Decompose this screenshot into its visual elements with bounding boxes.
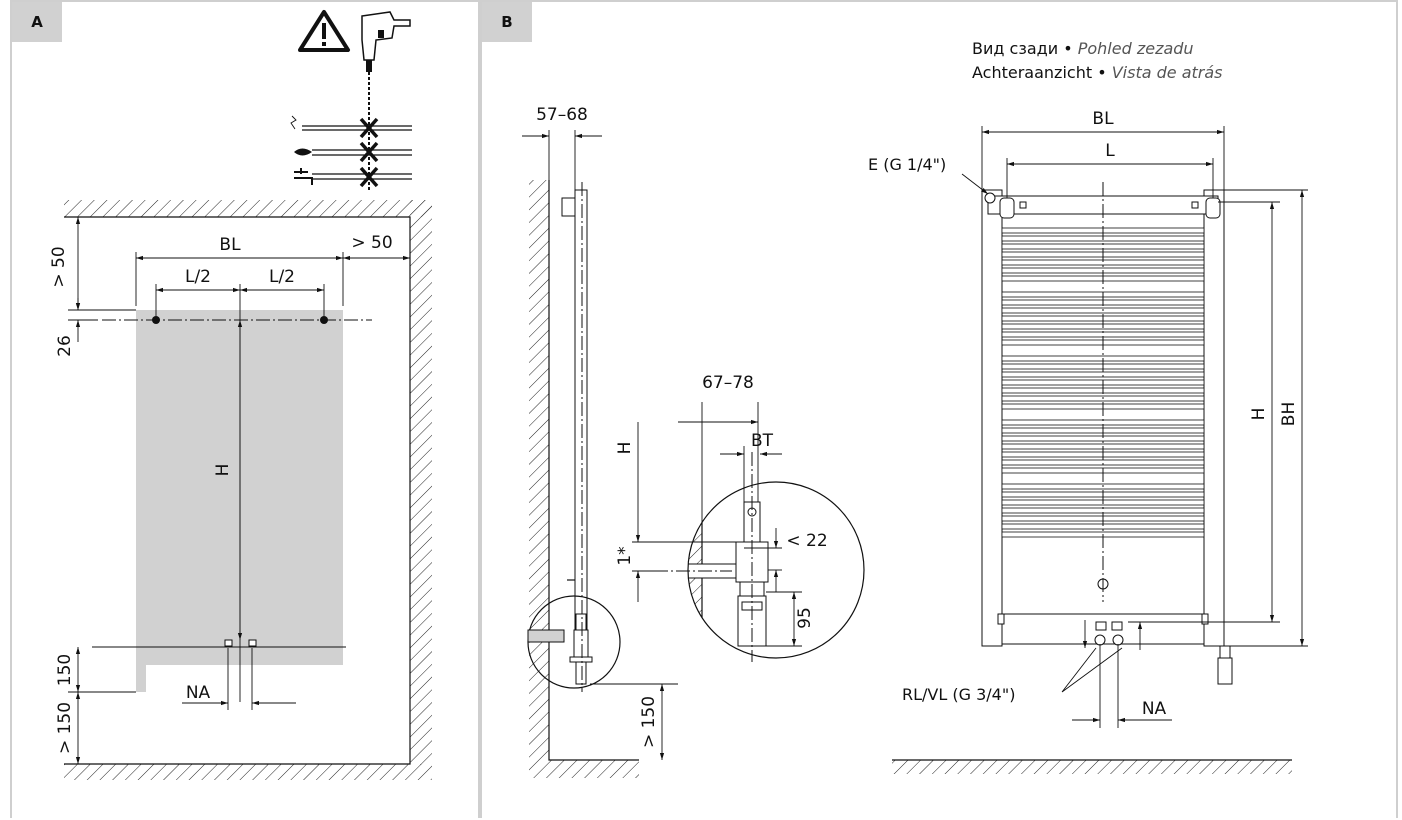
connection-stubs <box>92 639 346 648</box>
dim-l-half-right: L/2 <box>269 267 295 287</box>
dim-67-78: 67–78 <box>702 373 754 393</box>
floor-hatching <box>892 759 1292 774</box>
side-view <box>527 180 639 778</box>
radiator-rear-view <box>981 182 1233 685</box>
dim-95: 95 <box>795 607 815 629</box>
mount-point-left <box>152 316 160 324</box>
dim-bt: BT <box>751 431 774 451</box>
panel-a: A <box>10 0 480 818</box>
dim-h-front: H <box>1249 408 1269 421</box>
panel-b-badge: B <box>482 2 532 42</box>
no-electric-cable-icon <box>290 115 412 139</box>
dim-bl-front: BL <box>1092 109 1114 129</box>
dim-na-front: NA <box>1142 699 1167 719</box>
panel-b: B Вид сзади • Pohled zezadu Achteraanzic… <box>480 0 1398 818</box>
dim-na: NA <box>186 683 211 703</box>
dim-gt50-right: > 50 <box>351 233 392 253</box>
dim-gt150: > 150 <box>639 696 659 748</box>
label-e-vent: E (G 1/4") <box>868 155 946 174</box>
panel-a-drawing: BL > 50 L/2 L/2 > 50 26 H 150 > 150 <box>49 10 432 780</box>
rear-view-title-1: Вид сзади • Pohled zezadu <box>972 39 1194 58</box>
dim-l-half-left: L/2 <box>185 267 211 287</box>
panel-a-badge: A <box>12 2 62 42</box>
label-rl-vl: RL/VL (G 3/4") <box>902 685 1015 704</box>
dim-bh: BH <box>1279 402 1299 426</box>
dim-h: H <box>213 464 233 477</box>
drill-icon <box>361 11 411 192</box>
no-water-pipe-icon <box>294 166 412 188</box>
dim-26: 26 <box>55 335 75 357</box>
wall-hatching <box>64 200 432 780</box>
dim-gt50-top: > 50 <box>49 246 69 287</box>
dim-h-side: H <box>615 442 635 455</box>
detail-zoom <box>654 452 865 662</box>
dim-lt22: < 22 <box>786 531 827 551</box>
rear-view-title-2: Achteraanzicht • Vista de atrás <box>972 63 1223 82</box>
dim-gt150: > 150 <box>55 702 75 754</box>
warning-icon <box>298 10 350 52</box>
mount-point-right <box>320 316 328 324</box>
dim-1-star: 1* <box>615 546 635 565</box>
dim-l-front: L <box>1105 141 1115 161</box>
panel-b-drawing: Вид сзади • Pohled zezadu Achteraanzicht… <box>522 39 1308 778</box>
no-gas-pipe-icon <box>294 141 412 163</box>
dim-57-68: 57–68 <box>536 105 588 125</box>
dim-bl: BL <box>219 235 241 255</box>
radiator-silhouette <box>136 310 343 692</box>
dim-150: 150 <box>55 654 75 686</box>
